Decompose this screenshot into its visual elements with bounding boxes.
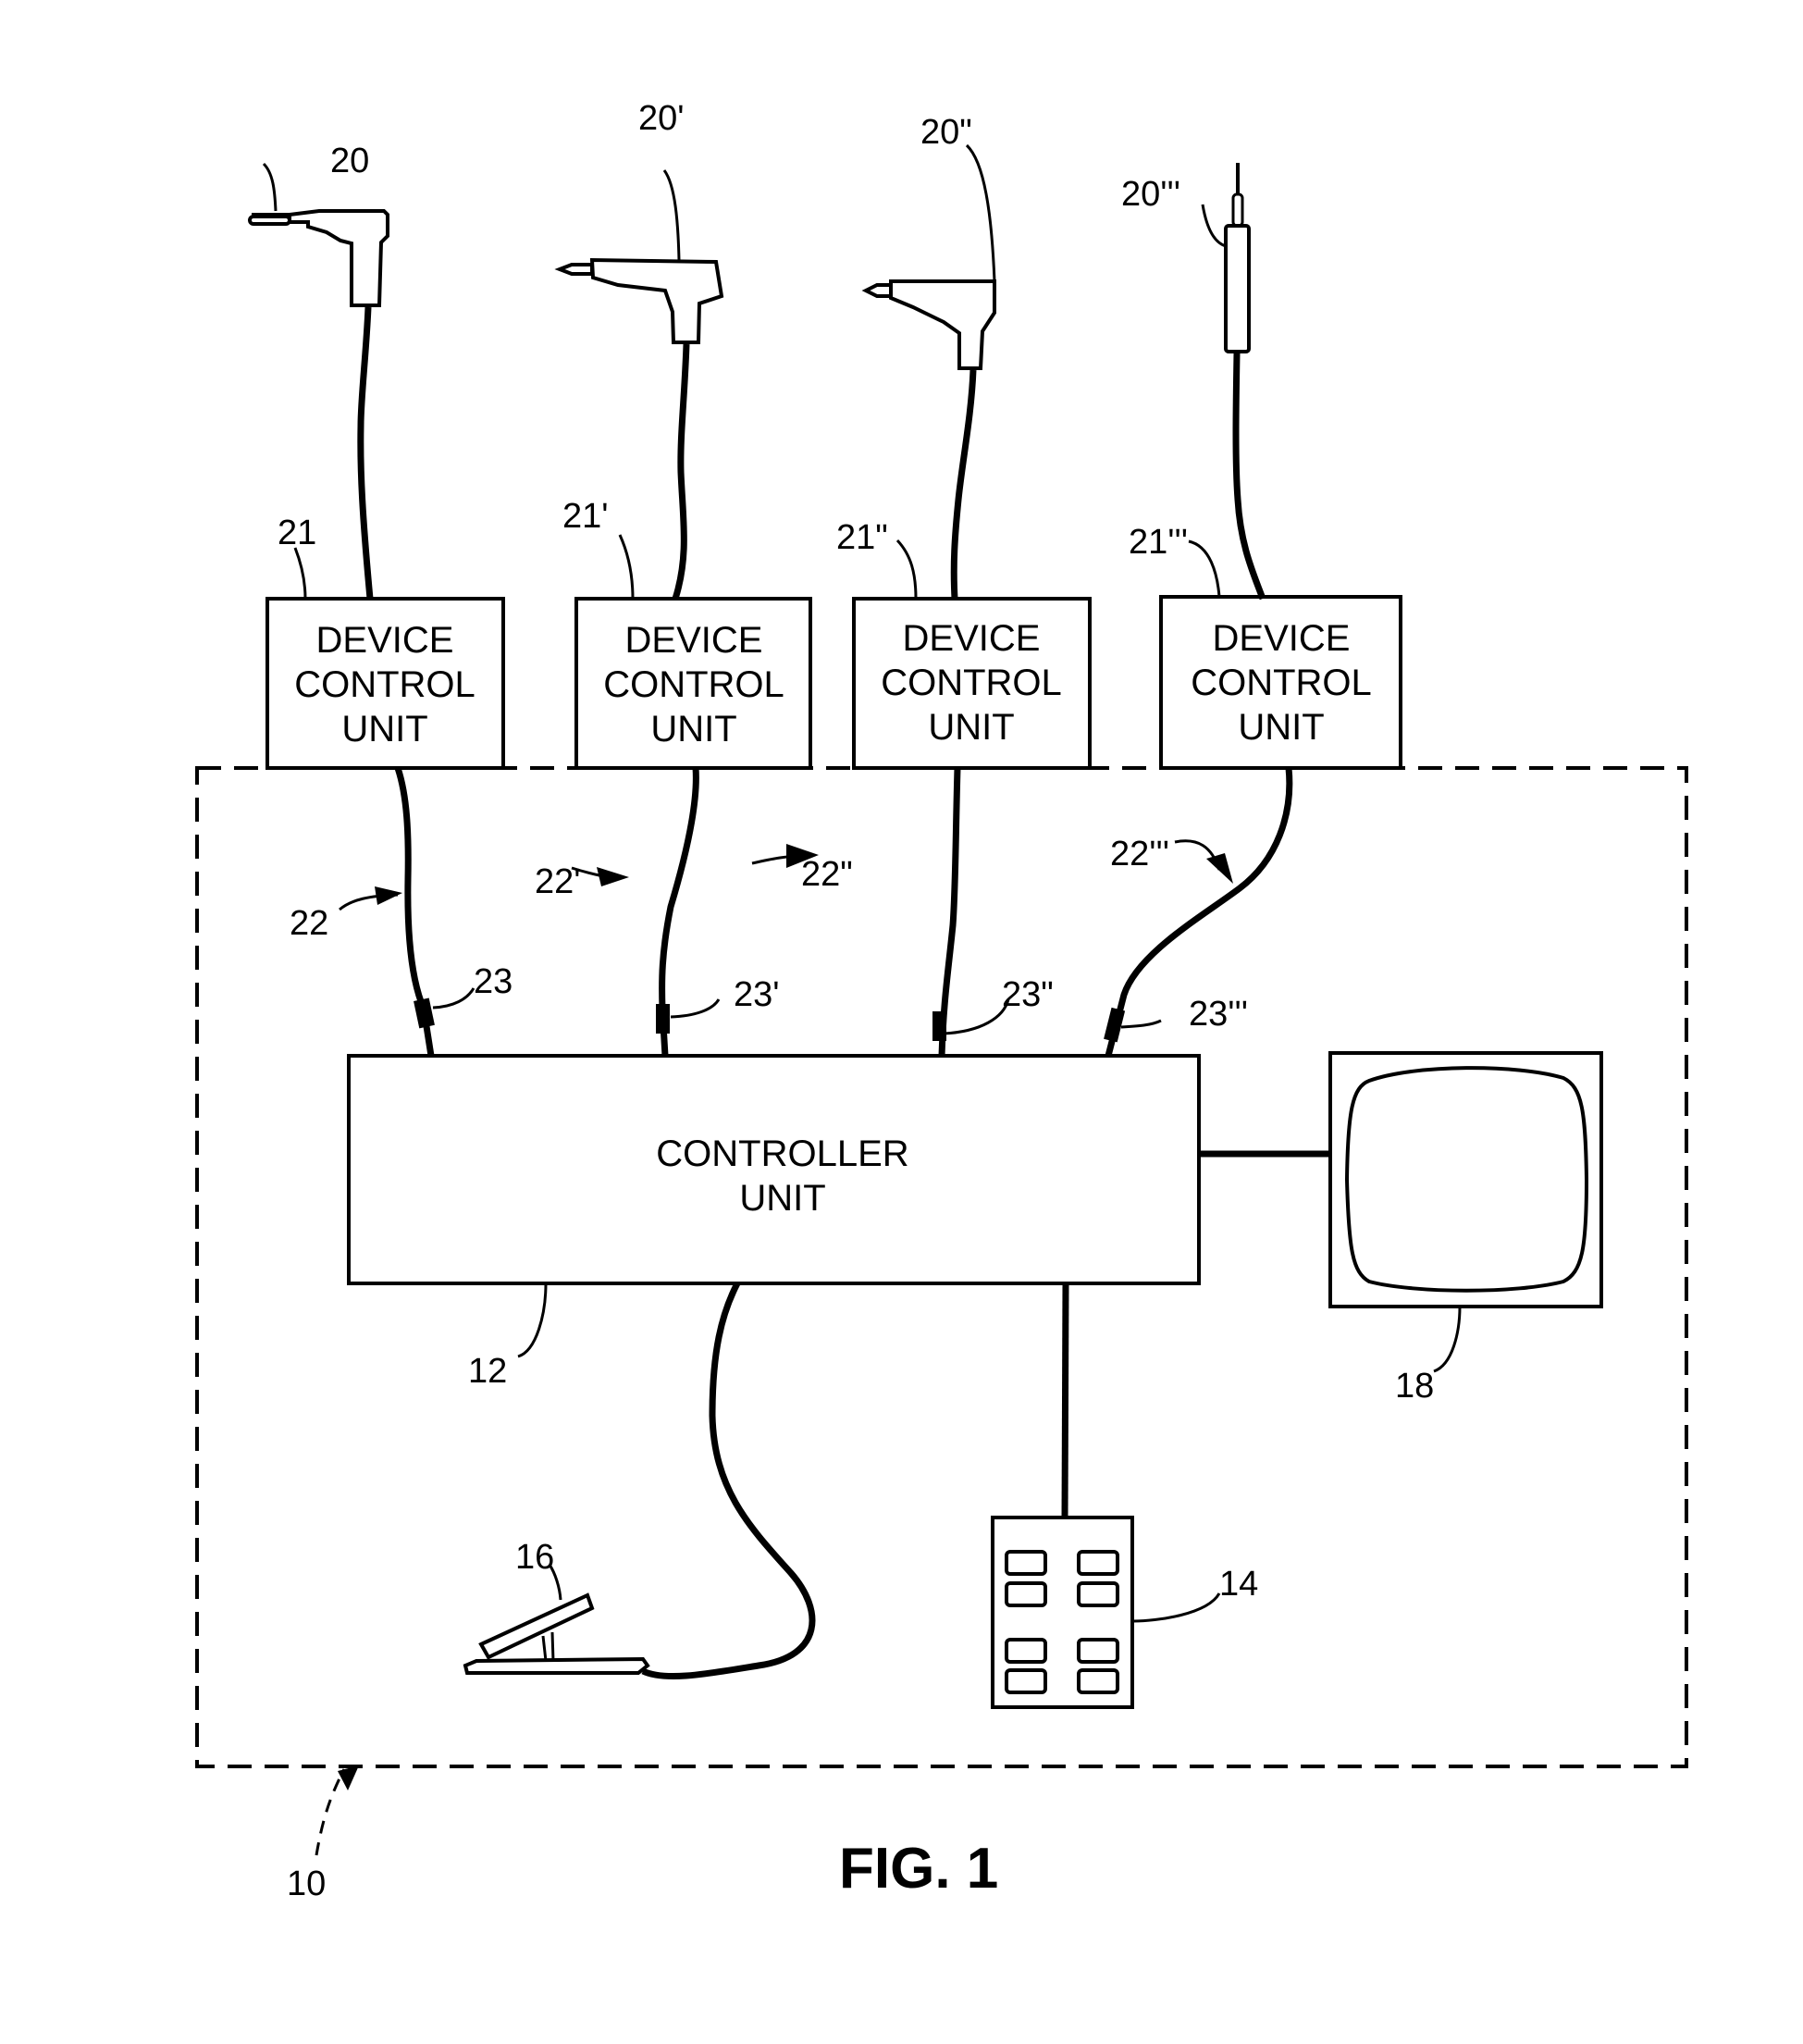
dcu-21-double-prime-line-2: CONTROL bbox=[881, 663, 1062, 703]
ref-14: 14 bbox=[1219, 1565, 1258, 1604]
dcu-21-triple-prime-line-2: CONTROL bbox=[1191, 663, 1372, 703]
dcu-21-line-1: DEVICE bbox=[316, 620, 454, 661]
device-handpiece-20-triple-prime bbox=[1203, 163, 1263, 599]
dcu-21-line-3: UNIT bbox=[341, 709, 427, 749]
ref-23-double-prime: 23" bbox=[1002, 975, 1054, 1014]
keypad-button bbox=[1006, 1640, 1045, 1662]
dcu-21-triple-prime-text: DEVICE CONTROL UNIT bbox=[1191, 618, 1372, 748]
cable-22-double-prime bbox=[752, 768, 1008, 1056]
ref-16: 16 bbox=[515, 1538, 554, 1577]
dcu-21-prime-line-3: UNIT bbox=[650, 709, 736, 749]
keypad-button bbox=[1079, 1640, 1118, 1662]
ref-21: 21 bbox=[278, 514, 316, 552]
dcu-21-triple-prime-line-3: UNIT bbox=[1238, 707, 1324, 748]
ref-23-triple-prime: 23''' bbox=[1189, 995, 1248, 1034]
ref-12: 12 bbox=[468, 1352, 507, 1391]
ref-21-triple-prime: 21''' bbox=[1129, 523, 1188, 562]
ref-22-triple-prime: 22''' bbox=[1110, 835, 1169, 873]
ref-23: 23 bbox=[474, 962, 512, 1001]
dcu-21-double-prime-text: DEVICE CONTROL UNIT bbox=[881, 618, 1062, 748]
monitor-18 bbox=[1330, 1053, 1601, 1371]
system-boundary bbox=[197, 768, 1686, 1766]
keypad-button bbox=[1079, 1552, 1118, 1574]
cable-22 bbox=[340, 768, 474, 1056]
dcu-21-prime-line-1: DEVICE bbox=[625, 620, 763, 661]
dcu-21-double-prime-line-3: UNIT bbox=[928, 707, 1014, 748]
device-handpiece-20 bbox=[250, 164, 388, 599]
ref-21-prime: 21' bbox=[562, 497, 609, 536]
system-indicator-10 bbox=[316, 1765, 359, 1855]
ref-20: 20 bbox=[330, 142, 369, 180]
foot-pedal-16 bbox=[465, 1283, 812, 1677]
dcu-21-double-prime-line-1: DEVICE bbox=[903, 618, 1041, 659]
cable-22-prime bbox=[572, 768, 719, 1056]
dcu-21-prime-text: DEVICE CONTROL UNIT bbox=[603, 620, 784, 749]
ref-23-prime: 23' bbox=[734, 975, 780, 1014]
keypad-button bbox=[1006, 1670, 1045, 1692]
ref-22-double-prime: 22" bbox=[801, 855, 853, 894]
ref-20-double-prime: 20" bbox=[920, 113, 972, 152]
dcu-21-triple-prime-line-1: DEVICE bbox=[1213, 618, 1351, 659]
dcu-21-text: DEVICE CONTROL UNIT bbox=[294, 620, 475, 749]
ref-20-prime: 20' bbox=[638, 99, 685, 138]
ref-10: 10 bbox=[287, 1864, 326, 1903]
dcu-21-prime-line-2: CONTROL bbox=[603, 664, 784, 705]
keypad-button bbox=[1079, 1583, 1118, 1605]
dcu-21-line-2: CONTROL bbox=[294, 664, 475, 705]
ref-22-prime: 22' bbox=[535, 862, 581, 901]
figure-caption: FIG. 1 bbox=[839, 1837, 998, 1901]
controller-line-2: UNIT bbox=[739, 1178, 825, 1219]
keypad-button bbox=[1006, 1583, 1045, 1605]
ref-22: 22 bbox=[290, 904, 328, 943]
ref-20-triple-prime: 20''' bbox=[1121, 175, 1180, 214]
controller-line-1: CONTROLLER bbox=[656, 1133, 908, 1174]
keypad-link bbox=[1065, 1283, 1066, 1518]
keypad-button bbox=[1006, 1552, 1045, 1574]
keypad-button bbox=[1079, 1670, 1118, 1692]
ref-21-double-prime: 21" bbox=[836, 518, 888, 557]
ref-18: 18 bbox=[1395, 1367, 1434, 1406]
keypad-14 bbox=[993, 1518, 1219, 1707]
